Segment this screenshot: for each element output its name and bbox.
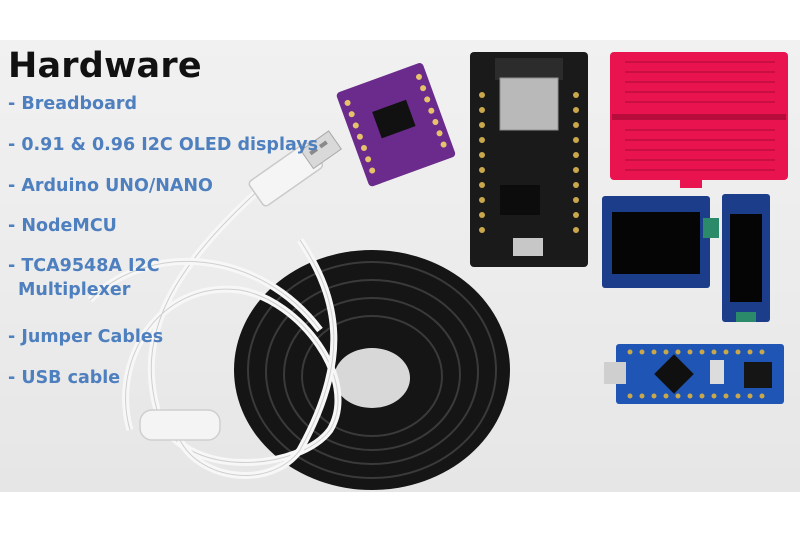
nodemcu-board <box>470 52 588 267</box>
list-item-nodemcu: - NodeMCU <box>8 216 117 236</box>
oled-091-display <box>722 194 770 322</box>
list-item-usb-cable: - USB cable <box>8 368 121 388</box>
list-item-jumper-cables: - Jumper Cables <box>8 327 164 347</box>
oled-096-display <box>602 196 719 288</box>
hardware-title: Hardware <box>8 46 202 86</box>
list-item-arduino: - Arduino UNO/NANO <box>8 176 213 196</box>
breadboard <box>610 52 788 188</box>
tca9548a-multiplexer <box>336 63 456 187</box>
list-item-multiplexer: - TCA9548A I2C Multiplexer <box>8 256 160 300</box>
usb-cable <box>87 130 342 479</box>
list-item-breadboard: - Breadboard <box>8 94 138 114</box>
list-item-oled-displays: - 0.91 & 0.96 I2C OLED displays <box>8 135 319 155</box>
arduino-nano <box>604 344 784 404</box>
